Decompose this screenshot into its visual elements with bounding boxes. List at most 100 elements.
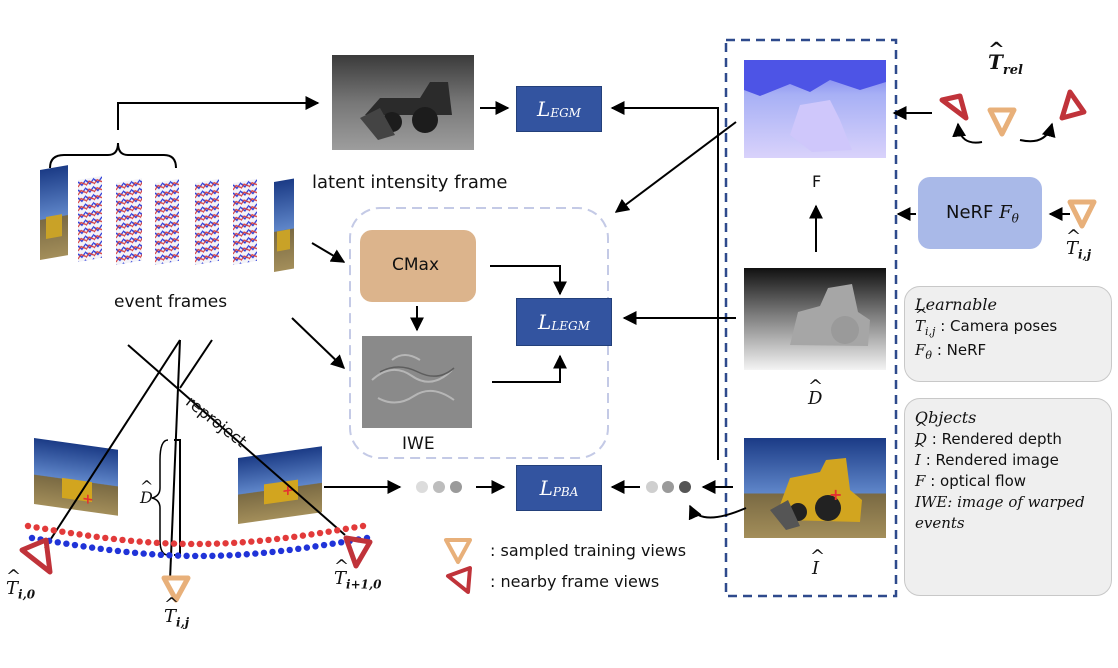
learnable-r1-text: : Camera poses — [935, 317, 1058, 335]
legend-nearby-text: : nearby frame views — [490, 572, 660, 591]
trajectory-dot-red — [205, 540, 212, 548]
trajectory-dot-red — [196, 540, 203, 548]
trajectory-dot-red — [325, 528, 332, 535]
trajectory-dot-blue — [286, 546, 293, 554]
i-hat-letter: I — [812, 558, 820, 579]
trajectory-dot-blue — [312, 543, 319, 550]
learnable-r2-sym: F — [915, 341, 926, 359]
learnable-r1-sub: i,j — [925, 325, 936, 338]
objects-row-iwe: IWE: image of warped — [915, 493, 1101, 511]
objects-r3-sym: F — [915, 472, 926, 490]
reprojection-scene: + + — [19, 339, 402, 603]
objects-panel: Objects ^D : Rendered depth ^I : Rendere… — [904, 398, 1112, 596]
loss-pba-main: L — [539, 476, 553, 500]
ti0-letter: T — [6, 578, 19, 599]
legend-sampled-text: : sampled training views — [490, 541, 687, 560]
i-hat-label: ^I — [810, 546, 825, 579]
trajectory-dot-red — [222, 540, 229, 547]
trajectory-dot-red — [256, 537, 264, 545]
trajectory-dot-blue — [131, 549, 139, 557]
svg-text:+: + — [282, 482, 294, 500]
objects-r4-text: : image of warped — [947, 493, 1085, 511]
trajectory-dot-red — [110, 535, 118, 543]
d-hat-bracket-label: ^D — [140, 477, 154, 507]
trajectory-dot-blue — [183, 552, 190, 560]
cmax-label: CMax — [392, 255, 440, 275]
objects-r2-sym: I — [915, 451, 921, 469]
trajectory-dot-blue — [260, 549, 268, 557]
objects-r4-sym: IWE — [915, 493, 948, 511]
trajectory-dot-blue — [252, 550, 259, 557]
trajectory-dot-blue — [28, 534, 36, 542]
trajectory-dot-blue — [295, 545, 302, 553]
trajectory-dot-red — [136, 538, 143, 545]
dot-light — [646, 481, 658, 493]
dot-left-dark — [450, 481, 462, 493]
legend-nearby-icon — [446, 566, 472, 594]
trajectory-dot-red — [84, 532, 92, 539]
iwe-image — [362, 336, 472, 428]
tij-bottom-sub: i,j — [176, 615, 190, 630]
trajectory-dot-red — [230, 539, 238, 547]
trajectory-dot-red — [334, 527, 341, 534]
trajectory-dot-blue — [329, 540, 336, 547]
trajectory-dot-blue — [269, 548, 276, 556]
trajectory-dot-red — [76, 531, 83, 538]
arrow-events-to-iwe — [291, 317, 346, 369]
objects-r1-text: : Rendered depth — [927, 430, 1062, 448]
trajectory-dot-red — [351, 524, 358, 531]
loss-egm-main: L — [537, 97, 551, 121]
trajectory-dot-red — [248, 538, 255, 545]
trajectory-dot-red — [273, 535, 281, 543]
learnable-r2-sub: θ — [925, 349, 933, 362]
trajectory-dot-blue — [192, 552, 199, 560]
trajectory-dot-blue — [140, 550, 147, 557]
trajectory-dot-blue — [123, 548, 130, 556]
trajectory-dot-red — [119, 536, 126, 544]
trel-camera-group — [939, 89, 1087, 144]
nerf-sub: θ — [1011, 211, 1019, 226]
trajectory-dot-red — [239, 539, 246, 546]
trajectory-dot-red — [153, 539, 161, 547]
trajectory-dot-red — [316, 529, 324, 537]
learnable-title: Learnable — [915, 295, 997, 314]
arrow-render-to-reproject — [688, 504, 747, 521]
trajectory-dot-red — [59, 528, 66, 535]
legend-sampled-icon — [444, 538, 472, 564]
trajectory-dot-red — [162, 540, 169, 547]
trajectory-dot-blue — [88, 544, 96, 551]
dot-dark — [679, 481, 691, 493]
learnable-r2-text: : NeRF — [932, 341, 987, 359]
dot-mid — [662, 481, 674, 493]
event-frames-brace — [49, 142, 177, 169]
trajectory-dot-red — [291, 533, 298, 541]
loss-legm-sub: LEGM — [551, 319, 590, 333]
d-hat-bracket-letter: D — [140, 488, 153, 507]
flow-label: F — [812, 172, 822, 191]
learnable-row-nerf: Fθ : NeRF — [915, 341, 1101, 362]
tij-sub: i,j — [1078, 247, 1092, 262]
tij-letter: T — [1066, 238, 1079, 259]
trajectory-dot-blue — [157, 551, 165, 559]
trajectory-dot-blue — [209, 552, 216, 560]
objects-row-events: events — [915, 514, 965, 532]
latent-intensity-image — [332, 55, 474, 150]
trajectory-dot-blue — [71, 541, 79, 549]
objects-r1-sym: D — [915, 430, 928, 448]
ti0-sub: i,0 — [18, 587, 36, 602]
latent-frame-label: latent intensity frame — [312, 172, 508, 193]
svg-text:+: + — [82, 491, 94, 509]
trajectory-dot-red — [213, 540, 221, 547]
tij-bottom-label: ^Ti,j — [164, 594, 190, 630]
trajectory-dot-red — [265, 536, 272, 544]
trajectory-dot-blue — [174, 552, 182, 559]
event-frames-label: event frames — [114, 292, 228, 312]
ti10-letter: T — [334, 568, 347, 589]
trajectory-dot-red — [342, 525, 350, 533]
arrow-render-to-egm — [610, 101, 719, 460]
rendered-image: + — [744, 438, 886, 538]
arrow-events-to-cmax — [311, 242, 346, 263]
trajectory-dot-red — [170, 540, 178, 547]
